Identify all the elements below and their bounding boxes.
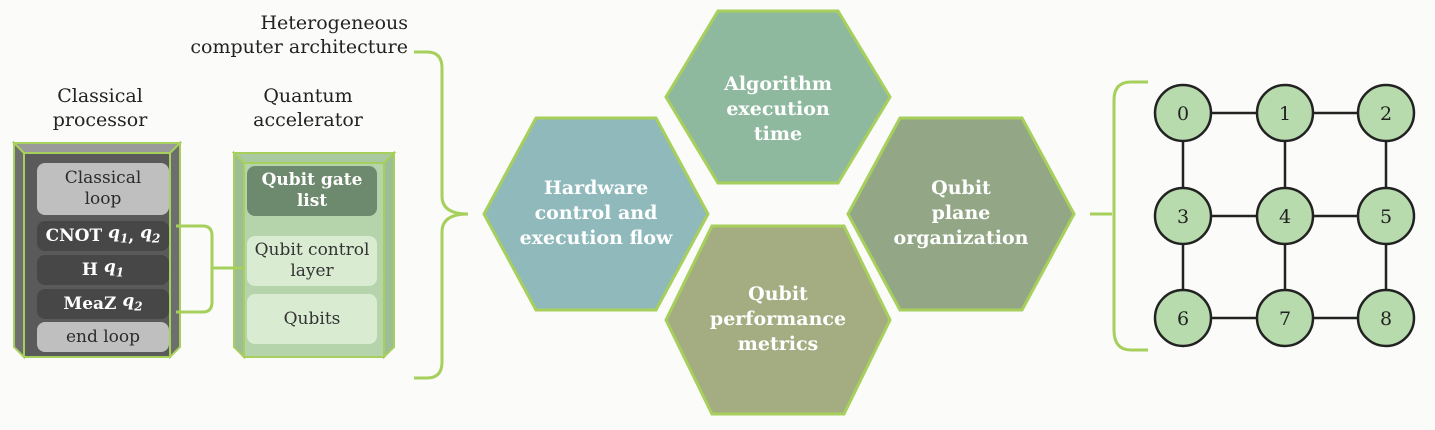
cnot-q1-sub: 1: [119, 231, 129, 246]
qubit-node-1: [1255, 83, 1315, 143]
qubit-gate-list-box: Qubit gate list: [247, 166, 377, 216]
architecture-title: Heterogeneous computer architecture: [168, 11, 408, 59]
hex-performance-line2: performance: [709, 308, 847, 330]
hex-plane-line2: plane: [931, 202, 991, 224]
qubit-node-0: [1153, 83, 1213, 143]
control-layer-line1: Qubit control: [254, 240, 370, 260]
meaz-label: MeaZ: [63, 293, 117, 314]
qubit-node-label-0: 0: [1177, 103, 1189, 125]
hex-performance-line3: metrics: [737, 333, 819, 355]
architecture-brace: [414, 50, 469, 380]
cnot-instruction: CNOT q1, q2: [37, 221, 169, 251]
hex-hardware-line3: execution flow: [519, 227, 673, 249]
qubit-node-6: [1153, 288, 1213, 348]
qubit-node-label-2: 2: [1380, 103, 1392, 125]
hex-algorithm-line3: time: [753, 123, 803, 145]
loop-connector: [176, 224, 245, 314]
hex-hardware-line2: control and: [534, 202, 658, 224]
end-loop-box: end loop: [37, 322, 169, 352]
hex-plane-line1: Qubit: [931, 177, 991, 199]
hex-label-hardware: Hardware control and execution flow: [506, 176, 686, 251]
qubit-node-label-1: 1: [1279, 103, 1291, 125]
end-loop-label: end loop: [65, 326, 141, 347]
cnot-label: CNOT: [45, 225, 103, 246]
cnot-q2-sub: 2: [152, 231, 161, 246]
hex-plane-line3: organization: [893, 227, 1029, 249]
meaz-q: q: [122, 290, 135, 311]
grid-brace: [1112, 80, 1148, 352]
qubit-node-label-6: 6: [1177, 308, 1189, 330]
classical-processor-title: Classical processor: [20, 84, 180, 132]
architecture-title-line2: computer architecture: [190, 36, 408, 58]
qubit-node-5: [1356, 186, 1416, 246]
hex-algorithm-line2: execution: [726, 98, 830, 120]
qubit-node-2: [1356, 83, 1416, 143]
cnot-sep: ,: [128, 225, 141, 246]
qubit-control-layer-box: Qubit control layer: [247, 236, 377, 286]
classical-loop-line1: Classical: [64, 168, 142, 188]
hex-hardware-line1: Hardware: [543, 177, 649, 199]
gate-list-line2: list: [296, 191, 328, 211]
qubit-node-label-8: 8: [1380, 308, 1392, 330]
classical-title-line1: Classical: [57, 85, 143, 107]
cnot-q2: q: [140, 222, 153, 243]
architecture-title-line1: Heterogeneous: [260, 12, 408, 34]
quantum-accelerator-title: Quantum accelerator: [228, 84, 388, 132]
classical-loop-line2: loop: [84, 189, 122, 209]
h-q-sub: 1: [115, 265, 125, 280]
qubit-node-label-5: 5: [1380, 206, 1392, 228]
quantum-title-line2: accelerator: [253, 109, 363, 131]
qubits-label: Qubits: [283, 308, 341, 329]
hexagon-hardware-control: [482, 116, 710, 312]
qubit-node-7: [1255, 288, 1315, 348]
qubit-node-label-3: 3: [1177, 206, 1189, 228]
hex-label-performance: Qubit performance metrics: [690, 282, 866, 357]
hex-label-algorithm: Algorithm execution time: [690, 72, 866, 147]
h-label: H: [81, 259, 98, 280]
qubit-node-label-4: 4: [1279, 206, 1291, 228]
qubit-grid-nodes: 0 1 2 3 4 5 6 7 8: [1153, 83, 1416, 348]
gate-list-line1: Qubit gate: [261, 170, 363, 190]
quantum-title-line1: Quantum: [263, 85, 353, 107]
qubit-node-label-7: 7: [1279, 308, 1291, 330]
qubit-node-8: [1356, 288, 1416, 348]
meaz-q-sub: 2: [134, 299, 143, 314]
hexagon-algorithm-execution-time: [664, 9, 892, 185]
classical-loop-box: Classical loop: [37, 163, 169, 215]
hexagon-qubit-performance-metrics: [664, 224, 892, 416]
h-instruction: H q1: [37, 255, 169, 285]
meaz-instruction: MeaZ q2: [37, 289, 169, 319]
hex-algorithm-line1: Algorithm: [724, 73, 832, 95]
qubit-node-4: [1255, 186, 1315, 246]
hexagon-qubit-plane-organization: [846, 116, 1076, 312]
qubits-box: Qubits: [247, 294, 377, 344]
qubit-node-3: [1153, 186, 1213, 246]
classical-title-line2: processor: [52, 109, 148, 131]
control-layer-line2: layer: [290, 261, 334, 281]
hex-label-qubit-plane: Qubit plane organization: [871, 176, 1051, 251]
h-q: q: [103, 256, 116, 277]
hex-performance-line1: Qubit: [748, 283, 808, 305]
cnot-q1: q: [108, 222, 120, 243]
